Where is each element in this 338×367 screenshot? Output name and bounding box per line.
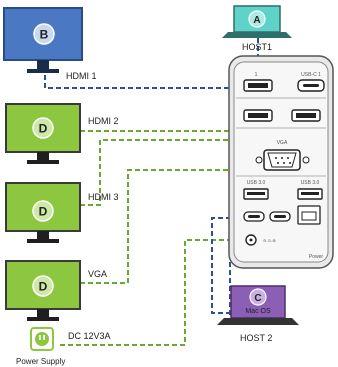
vga-label: VGA (88, 269, 107, 279)
svg-text:D: D (39, 280, 48, 294)
power-supply (30, 327, 54, 351)
svg-text:A: A (253, 15, 260, 26)
svg-text:1: 1 (255, 72, 258, 78)
vga-cable (80, 169, 258, 284)
ethernet-port (297, 205, 321, 225)
monitor-badge (32, 117, 54, 139)
monitor-hdmi1: B (3, 7, 83, 73)
svg-text:USB 3.0: USB 3.0 (301, 180, 320, 186)
host-badge (249, 288, 267, 306)
host2-screen-text: Mac OS (245, 308, 271, 315)
monitor-hdmi2: D (5, 103, 81, 164)
host1-label: HOST1 (242, 42, 272, 52)
power-cable-label: DC 12V3A (68, 331, 111, 341)
host2-label: HOST 2 (240, 333, 272, 343)
svg-text:D: D (39, 205, 48, 219)
power-cable (60, 239, 248, 346)
docking-station: 1 USB-C 1 VGA USB 3.0 USB 3.0 (228, 55, 334, 269)
host2-laptop: C Mac OS (217, 285, 299, 325)
monitor-hdmi3: D (5, 182, 81, 243)
svg-text:B: B (40, 28, 49, 42)
power-plug-icon (35, 332, 49, 346)
hdmi1-label: HDMI 1 (66, 71, 97, 81)
host1-laptop: A (222, 5, 292, 38)
svg-text:⊖-⊙-⊕: ⊖-⊙-⊕ (263, 238, 276, 243)
svg-text:D: D (39, 122, 48, 136)
monitor-vga: D (5, 260, 81, 321)
svg-text:Power: Power (309, 254, 324, 260)
monitor-badge (32, 200, 54, 222)
power-supply-label: Power Supply (16, 357, 65, 366)
hdmi3-label: HDMI 3 (88, 192, 119, 202)
monitor-badge (33, 23, 55, 45)
svg-text:C: C (254, 293, 261, 304)
svg-text:USB 3.0: USB 3.0 (247, 180, 266, 186)
host2-cable-b (211, 217, 255, 314)
svg-text:VGA: VGA (277, 140, 288, 146)
hdmi2-label: HDMI 2 (88, 116, 119, 126)
svg-text:USB-C 1: USB-C 1 (301, 72, 321, 78)
host-badge (248, 10, 266, 28)
monitor-badge (32, 275, 54, 297)
